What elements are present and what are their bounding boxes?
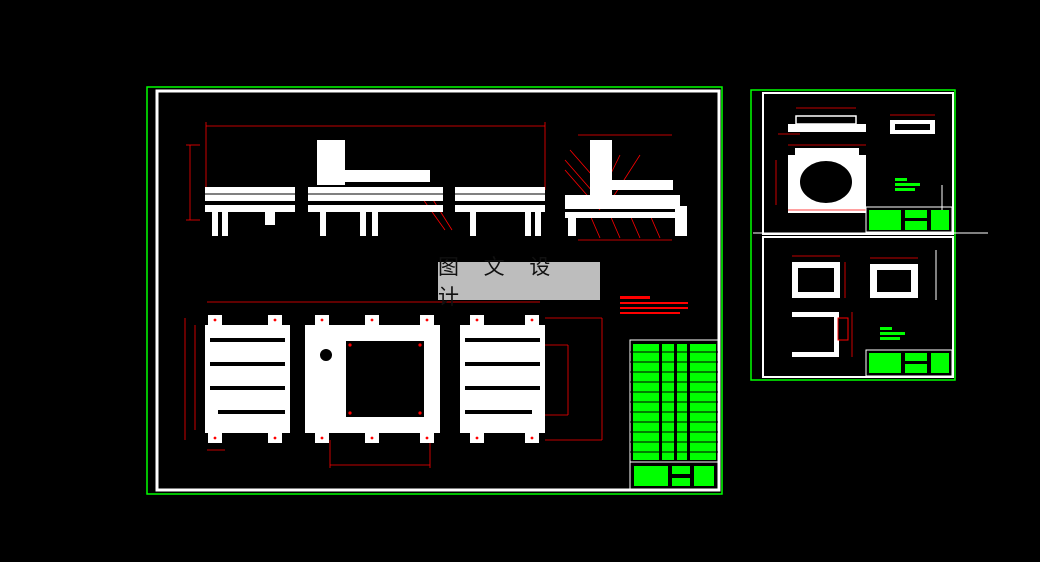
watermark-label: 图 文 设 计 xyxy=(438,255,600,309)
parts-list-table xyxy=(629,339,719,463)
main-sheet xyxy=(146,86,723,495)
lower-title-block xyxy=(865,349,953,377)
top-plate-view xyxy=(890,114,935,134)
bearing-block-view xyxy=(775,144,866,213)
detail-sheet-lower xyxy=(762,236,954,378)
rect-frame-right-view xyxy=(870,257,918,298)
front-elevation-view xyxy=(186,122,546,236)
upper-detail-notes xyxy=(895,178,920,191)
side-elevation-view xyxy=(564,134,687,241)
technical-notes-block xyxy=(620,296,688,314)
lower-detail-notes xyxy=(880,327,905,340)
upper-bracket-view xyxy=(778,107,866,135)
detail-sheet-upper xyxy=(750,89,988,381)
u-bracket-view xyxy=(792,312,853,357)
rect-frame-left-view xyxy=(792,255,846,298)
main-title-block xyxy=(629,461,719,491)
main-sheet-inner-border xyxy=(155,89,721,492)
upper-title-block xyxy=(865,206,953,233)
plan-view xyxy=(184,301,603,468)
